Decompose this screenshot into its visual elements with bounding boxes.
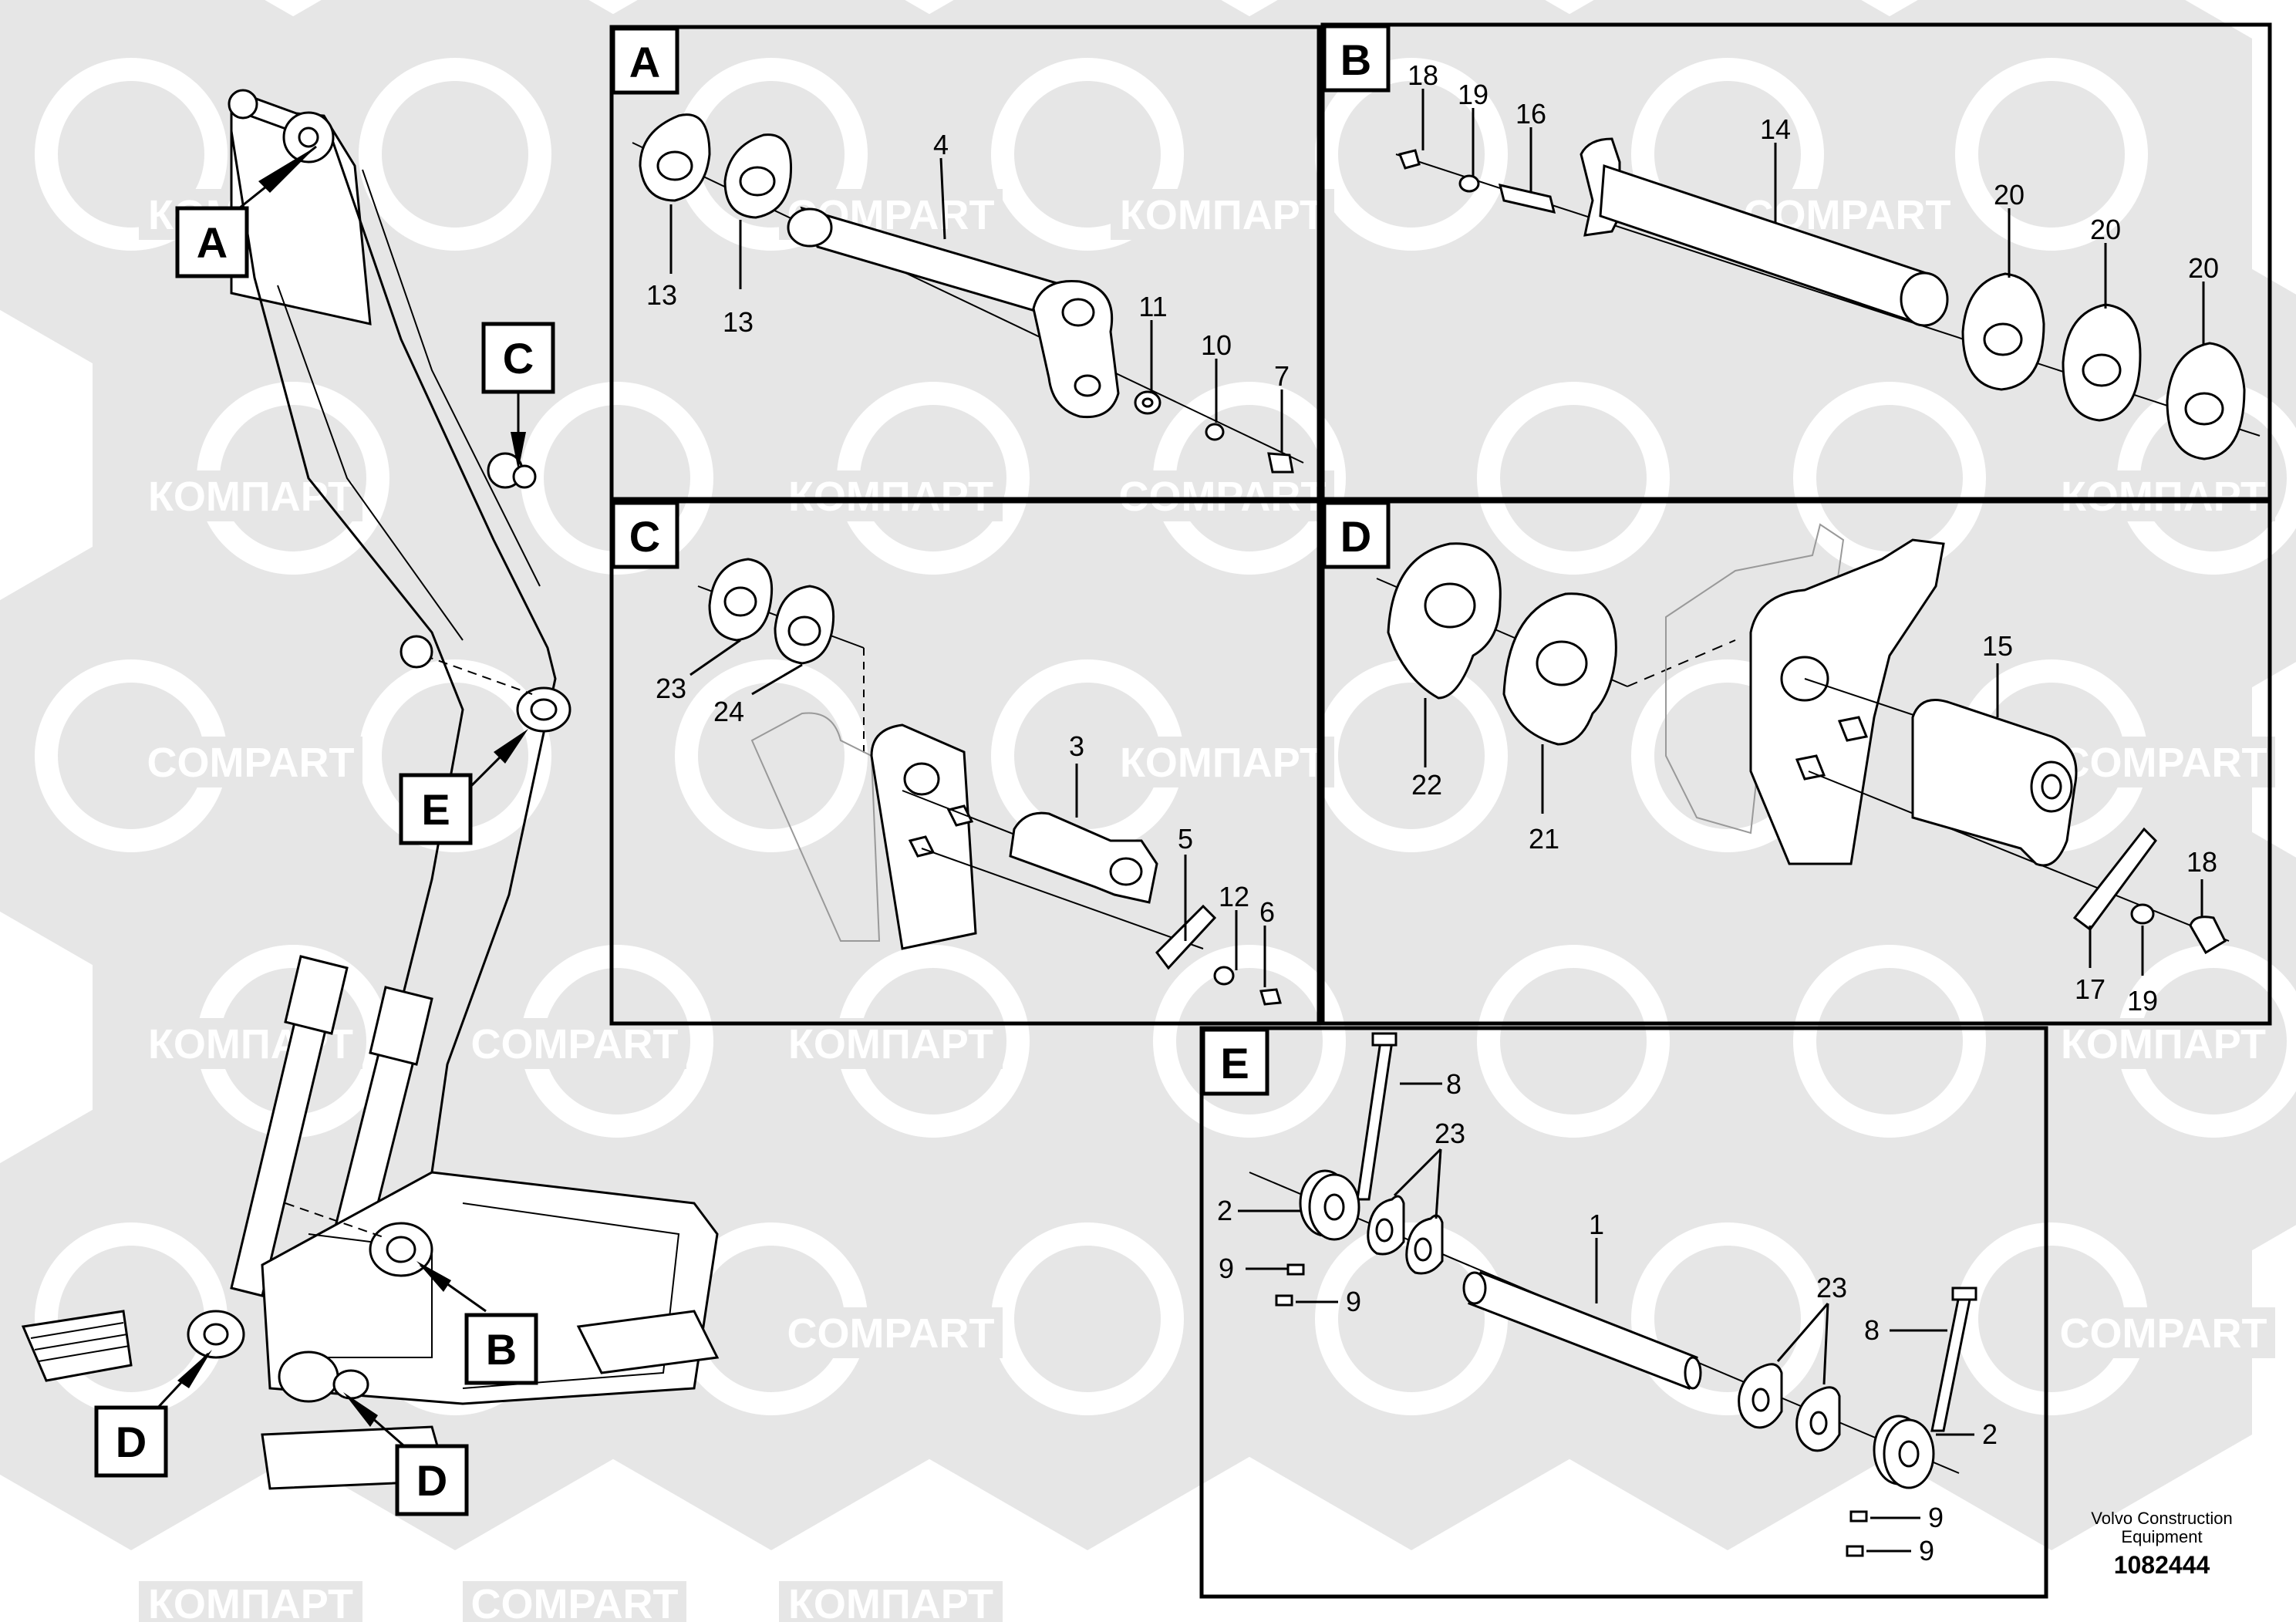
panel-a-callout-13b: 13 [723, 306, 754, 338]
panel-a-callout-13a: 13 [646, 279, 677, 311]
panel-b-label: B [1340, 35, 1371, 84]
panel-d-callout-22: 22 [1411, 769, 1442, 801]
svg-text:COMPART: COMPART [471, 1581, 679, 1622]
panel-d-callout-19: 19 [2127, 985, 2158, 1017]
panel-c-callout-24: 24 [713, 696, 744, 727]
panel-e-callout-8a: 8 [1446, 1068, 1462, 1100]
svg-text:КОМПАРТ: КОМПАРТ [2061, 474, 2266, 520]
svg-text:КОМПАРТ: КОМПАРТ [2061, 1021, 2266, 1067]
panel-a-callout-11: 11 [1138, 291, 1167, 322]
overview-tag-e-label: E [421, 785, 450, 834]
panel-d-callout-21: 21 [1529, 823, 1559, 855]
panel-e-label: E [1220, 1039, 1249, 1088]
svg-text:КОМПАРТ: КОМПАРТ [788, 1581, 993, 1622]
overview-tag-d-left-label: D [116, 1418, 147, 1466]
panel-d-callout-18: 18 [2186, 846, 2217, 878]
panel-b-callout-19: 19 [1458, 79, 1489, 110]
detail-panel-e[interactable]: E 8 2 [1199, 1026, 2048, 1599]
overview-tag-c[interactable] [481, 322, 555, 394]
svg-text:КОМПАРТ: КОМПАРТ [788, 474, 993, 520]
svg-text:КОМПАРТ: КОМПАРТ [788, 1021, 993, 1067]
footer-company-line2: Equipment [2121, 1527, 2202, 1546]
overview-boom-drawing [21, 89, 720, 1490]
panel-d-label: D [1340, 512, 1371, 561]
panel-e-callout-9c: 9 [1928, 1502, 1944, 1533]
svg-text:COMPART: COMPART [147, 740, 355, 786]
panel-e-callout-1: 1 [1589, 1209, 1604, 1240]
detail-panel-d[interactable]: D 22 21 15 18 17 19 [1320, 499, 2272, 1026]
panel-d-callout-15: 15 [1982, 630, 2013, 662]
svg-text:COMPART: COMPART [2060, 740, 2267, 786]
panel-e-callout-8b: 8 [1864, 1314, 1880, 1346]
detail-panel-b[interactable]: B 18 19 16 14 20 20 20 [1320, 22, 2272, 501]
panel-b-callout-20c: 20 [2188, 252, 2219, 284]
panel-e-callout-9d: 9 [1919, 1535, 1934, 1566]
panel-b-callout-18: 18 [1408, 59, 1438, 91]
panel-e-callout-2a: 2 [1217, 1195, 1232, 1226]
svg-text:КОМПАРТ: КОМПАРТ [1120, 192, 1325, 238]
panel-c-label: C [629, 512, 660, 561]
panel-b-callout-16: 16 [1515, 98, 1546, 130]
overview-tag-a[interactable] [175, 206, 249, 278]
overview-tag-b[interactable] [464, 1313, 538, 1385]
svg-text:COMPART: COMPART [2060, 1310, 2267, 1357]
svg-text:КОМПАРТ: КОМПАРТ [1120, 740, 1325, 786]
footer-drawing-number: 1082444 [2114, 1551, 2210, 1579]
panel-e-callout-2b: 2 [1982, 1418, 1998, 1450]
panel-b-callout-14: 14 [1760, 113, 1791, 145]
panel-c-callout-12: 12 [1219, 881, 1249, 912]
svg-text:COMPART: COMPART [787, 1310, 995, 1357]
overview-tag-d-right-label: D [416, 1456, 447, 1505]
panel-a-callout-10: 10 [1201, 329, 1232, 361]
panel-d-callout-17: 17 [2075, 973, 2106, 1005]
svg-text:КОМПАРТ: КОМПАРТ [148, 474, 353, 520]
drawing-footer: Volvo Construction Equipment 1082444 [2091, 1509, 2232, 1579]
svg-text:КОМПАРТ: КОМПАРТ [148, 1581, 353, 1622]
overview-tag-a-label: A [197, 218, 228, 267]
svg-text:COMPART: COMPART [1119, 474, 1327, 520]
overview-tag-d-left[interactable] [94, 1405, 168, 1478]
panel-a-callout-4: 4 [933, 129, 949, 160]
panel-e-callout-23a: 23 [1435, 1118, 1465, 1149]
panel-e-callout-9b: 9 [1346, 1286, 1361, 1317]
svg-text:COMPART: COMPART [471, 1021, 679, 1067]
panel-e-callout-9a: 9 [1219, 1253, 1234, 1284]
overview-tag-d-right[interactable] [395, 1444, 469, 1516]
panel-c-callout-5: 5 [1178, 823, 1193, 855]
detail-panel-a[interactable]: A 4 13 13 11 10 7 [609, 25, 1321, 501]
panel-a-label: A [629, 38, 660, 86]
panel-e-callout-23b: 23 [1816, 1272, 1847, 1303]
overview-callouts: A C E B D D [94, 145, 555, 1516]
panel-c-callout-23: 23 [656, 673, 686, 704]
detail-panel-c[interactable]: C 23 24 3 5 12 6 [609, 499, 1321, 1026]
panel-b-callout-20a: 20 [1994, 179, 2025, 211]
panel-c-callout-3: 3 [1069, 730, 1084, 762]
panel-b-callout-20b: 20 [2090, 214, 2121, 245]
footer-company-line1: Volvo Construction [2091, 1509, 2232, 1528]
panel-c-callout-6: 6 [1259, 896, 1275, 928]
overview-tag-c-label: C [503, 334, 534, 383]
panel-a-callout-7: 7 [1274, 360, 1290, 392]
overview-tag-b-label: B [486, 1325, 517, 1374]
overview-tag-e[interactable] [399, 773, 473, 845]
